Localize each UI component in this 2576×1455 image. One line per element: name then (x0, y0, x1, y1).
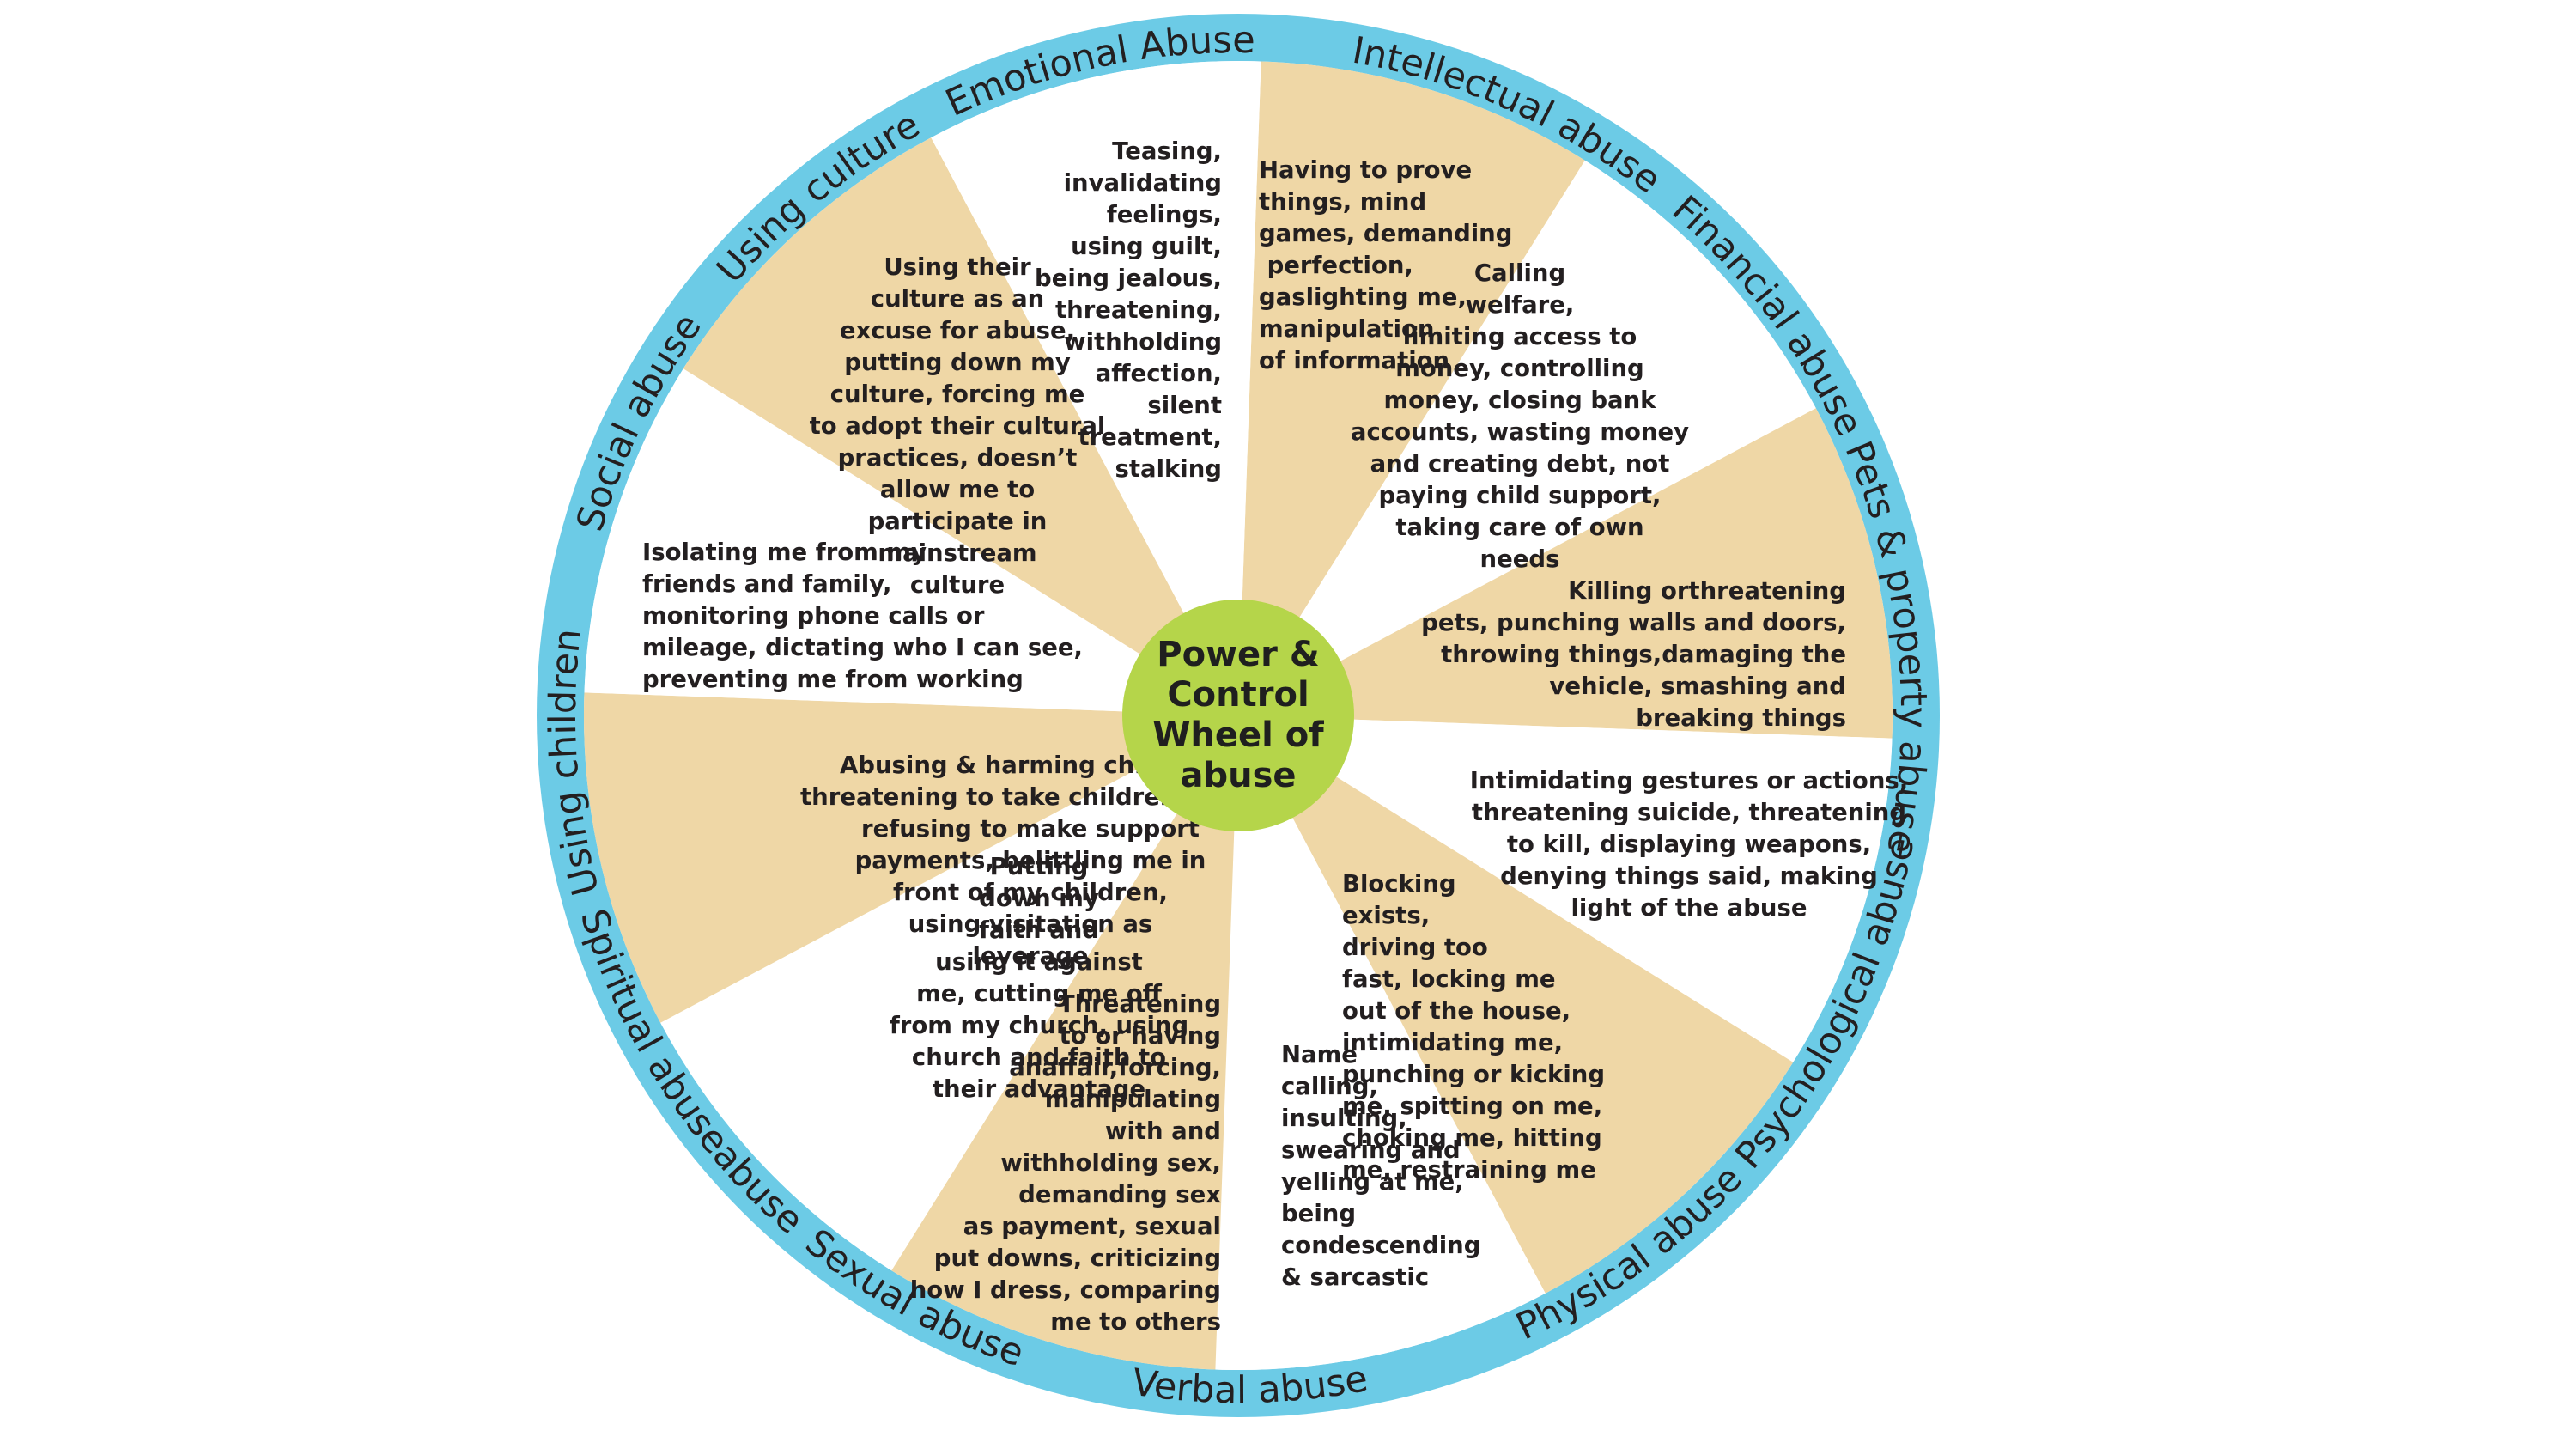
wedges-group (537, 14, 1940, 1417)
wedge-financial-abuse (1238, 160, 1816, 715)
wedge-social-abuse (584, 368, 1238, 715)
wedge-psychological-abuse (1238, 715, 1893, 1062)
wedge-emotional-abuse (931, 61, 1261, 716)
wedge-spiritual-abuseabuse (660, 715, 1238, 1271)
wedge-verbal-abuse (1215, 715, 1546, 1370)
wedge-using-children (583, 692, 1238, 1023)
center-circle (1122, 600, 1354, 831)
wedge-using-culture (683, 137, 1238, 715)
wedge-intellectual-abuse (1238, 61, 1585, 716)
wedge-pets-property-abuse (1238, 408, 1893, 739)
segment-text: Intimidating gestures or actions,threate… (1470, 767, 1908, 922)
wedge-physical-abuse (1238, 715, 1794, 1294)
wedge-sexual-abuse (891, 715, 1238, 1370)
